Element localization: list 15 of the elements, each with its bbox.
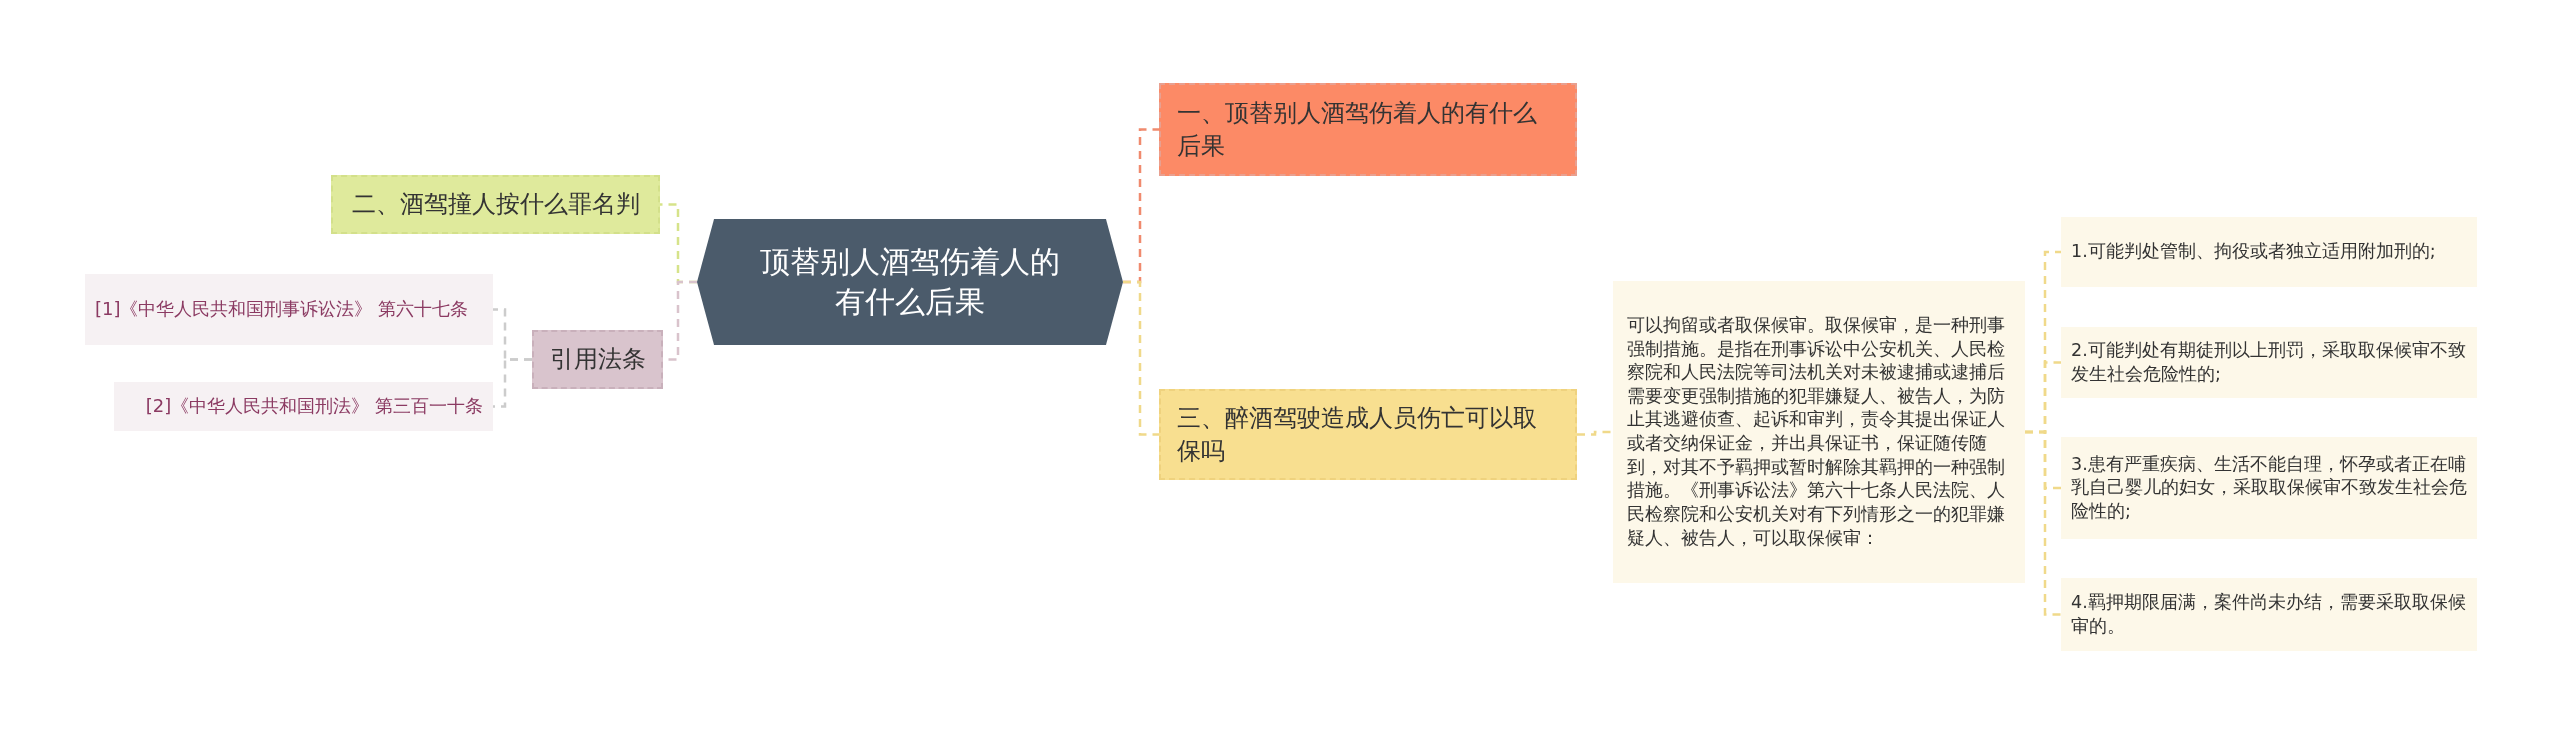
connector: [2025, 430, 2061, 616]
connector: [493, 358, 532, 408]
text-card: 可以拘留或者取保候审。取保候审，是一种刑事强制措施。是指在刑事诉讼中公安机关、人民检察院和人民法院等司法机关对未被逮捕或逮捕后需要变更强制措施的犯罪嫌疑人、被告人，为防止其逃避侦查、起诉和审判，责令其提出保证人或者交纳保证金，并出具保证书，保证随传随到，对其不予羁押或暂时解除其羁押的一种强制措施。《刑事诉讼法》第六十七条人民法院、人民检察院和公安机关对有下列情形之一的犯罪嫌疑人、被告人，可以取保候审：: [1613, 281, 2025, 583]
text-card: 1.可能判处管制、拘役或者独立适用附加刑的;: [2061, 217, 2477, 287]
topic-box: 一、顶替别人酒驾伤着人的有什么后果: [1159, 83, 1577, 176]
text-card: 2.可能判处有期徒刑以上刑罚，采取取保候审不致发生社会危险性的;: [2061, 327, 2477, 398]
text-card: 3.患有严重疾病、生活不能自理，怀孕或者正在哺乳自己婴儿的妇女，采取取保候审不致发生社会危险性的;: [2061, 437, 2477, 539]
reference-card: [1]《中华人民共和国刑事诉讼法》 第六十七条: [85, 274, 493, 345]
text-card: 4.羁押期限届满，案件尚未办结，需要采取取保候审的。: [2061, 578, 2477, 651]
topic-box: 二、酒驾撞人按什么罪名判: [331, 175, 660, 234]
connector: [1577, 430, 1613, 436]
reference-card: [2]《中华人民共和国刑法》 第三百一十条: [114, 382, 493, 431]
connector: [1123, 280, 1159, 436]
topic-box: 三、醉酒驾驶造成人员伤亡可以取保吗: [1159, 389, 1577, 480]
topic-box: 引用法条: [532, 330, 663, 389]
